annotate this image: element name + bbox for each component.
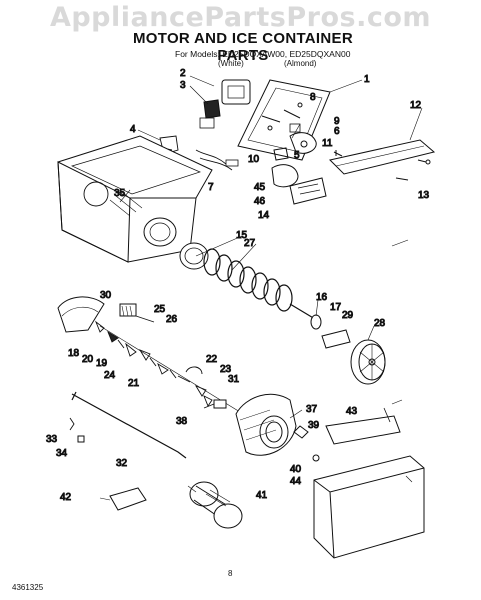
drive-motor (235, 393, 297, 456)
callout-16: 16 (316, 292, 328, 303)
callout-7: 7 (208, 182, 214, 193)
auger-spring (203, 248, 321, 323)
callout-23: 23 (220, 364, 232, 375)
callout-41: 41 (256, 490, 268, 501)
callout-45: 45 (254, 182, 266, 193)
callout-14: 14 (258, 210, 270, 221)
callout-33: 33 (46, 434, 58, 445)
callout-10: 10 (248, 154, 260, 165)
callout-12: 12 (410, 100, 422, 111)
coupler (189, 481, 243, 529)
linkage (273, 132, 317, 161)
callout-24: 24 (104, 370, 116, 381)
spring-block (119, 303, 155, 323)
callout-40: 40 (290, 464, 302, 475)
callout-25: 25 (154, 304, 166, 315)
callout-39: 39 (308, 420, 320, 431)
connector (203, 399, 227, 409)
callout-5: 5 (294, 150, 300, 161)
wire-harness (195, 149, 239, 171)
callout-27: 27 (244, 238, 256, 249)
callout-46: 46 (254, 196, 266, 207)
bushing (293, 425, 320, 462)
ice-container-housing (57, 135, 213, 263)
actuator-rod (71, 391, 187, 459)
callout-3: 3 (180, 80, 186, 91)
blades-and-spacers (94, 320, 241, 413)
cover-strip (329, 139, 436, 175)
screws (333, 150, 431, 181)
shield-strip (325, 407, 401, 445)
callout-9: 9 (334, 116, 340, 127)
callout-31: 31 (228, 374, 240, 385)
shaft-hub (310, 314, 351, 349)
callout-28: 28 (374, 318, 386, 329)
callout-8: 8 (310, 92, 316, 103)
callout-2: 2 (180, 68, 186, 79)
rod-clip (69, 417, 85, 443)
pad (109, 487, 147, 511)
color-almond-label: (Almond) (284, 59, 317, 68)
solenoid (199, 79, 251, 129)
impeller-wheel (350, 339, 386, 385)
crusher-plate (57, 296, 105, 333)
callout-20: 20 (82, 354, 94, 365)
callout-11: 11 (322, 138, 333, 149)
callout-30: 30 (100, 290, 112, 301)
callout-15: 15 (236, 230, 248, 241)
callout-44: 44 (290, 476, 302, 487)
callout-38: 38 (176, 416, 188, 427)
callout-26: 26 (166, 314, 178, 325)
callout-35: 35 (114, 188, 126, 199)
callout-29: 29 (342, 310, 354, 321)
watermark: AppliancePartsPros.com (49, 2, 432, 33)
callout-17: 17 (330, 302, 342, 313)
callout-1: 1 (364, 74, 370, 85)
switch-housing (271, 164, 327, 205)
callouts: 1 2 3 4 5 6 7 8 9 10 11 12 13 14 15 16 1… (46, 68, 431, 504)
callout-43: 43 (346, 406, 358, 417)
callout-19: 19 (96, 358, 108, 369)
diagram-title: MOTOR AND ICE CONTAINER PARTS (133, 30, 353, 64)
collar (179, 242, 209, 270)
callout-37: 37 (306, 404, 318, 415)
callout-6: 6 (334, 126, 340, 137)
callout-4: 4 (130, 124, 136, 135)
color-white-label: (White) (218, 59, 244, 68)
model-numbers: For Models: ED25DQXAW00, ED25DQXAN00 (175, 49, 351, 59)
callout-32: 32 (116, 458, 128, 469)
callout-22: 22 (206, 354, 218, 365)
page-number: 8 (228, 569, 233, 578)
callout-42: 42 (60, 492, 72, 503)
callout-34: 34 (56, 448, 68, 459)
callout-18: 18 (68, 348, 80, 359)
leader-lines (99, 75, 423, 501)
document-code: 4361325 (12, 583, 44, 592)
callout-13: 13 (418, 190, 430, 201)
callout-21: 21 (128, 378, 140, 389)
ice-tray (313, 455, 425, 559)
